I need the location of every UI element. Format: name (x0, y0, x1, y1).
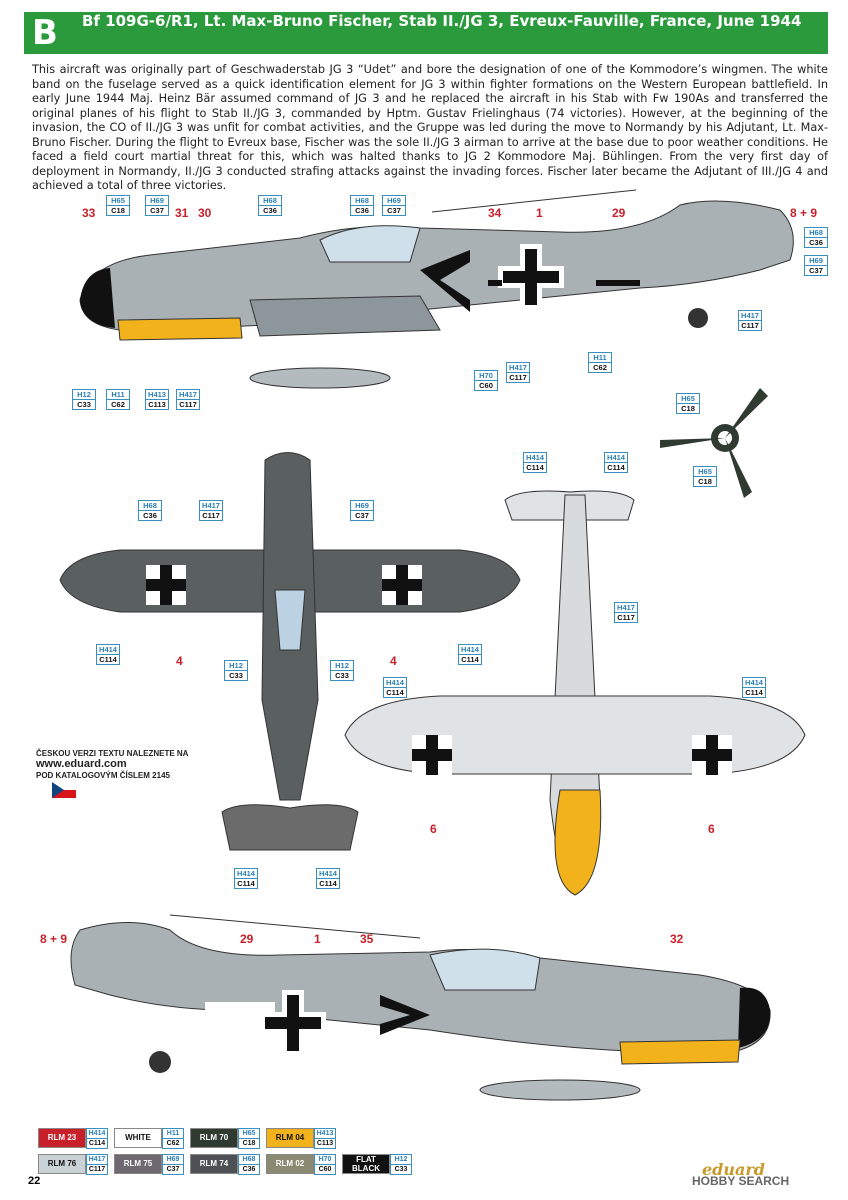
stencil-number: 29 (240, 932, 254, 946)
stencil-number: 1 (314, 932, 321, 946)
propeller (660, 388, 768, 498)
profile-letter: B (32, 13, 58, 53)
stencil-number: 32 (670, 932, 684, 946)
legend-color-name: RLM 02 (266, 1154, 314, 1174)
stencil-number: 1 (536, 206, 543, 220)
top-view (59, 452, 521, 851)
stencil-number: 33 (82, 206, 96, 220)
legend-color-name: RLM 04 (266, 1128, 314, 1148)
czech-flag-icon (52, 782, 76, 798)
catalog-number: 2145 (152, 771, 170, 780)
stencil-number: 8 + 9 (40, 932, 68, 946)
stencil-number: 6 (430, 822, 437, 836)
profile-header: B Bf 109G-6/R1, Lt. Max-Bruno Fischer, S… (24, 12, 828, 54)
stencil-number: 8 + 9 (790, 206, 818, 220)
hobby-search-watermark: HOBBY SEARCH (692, 1174, 790, 1188)
side-profile-top (79, 189, 794, 389)
bottom-view (344, 490, 806, 896)
profile-title: Bf 109G-6/R1, Lt. Max-Bruno Fischer, Sta… (82, 12, 802, 30)
czech-note: ČESKOU VERZI TEXTU NALEZNETE NA www.edua… (36, 748, 188, 781)
eduard-url[interactable]: www.eduard.com (36, 758, 127, 770)
legend-color-name: RLM 75 (114, 1154, 162, 1174)
czech-note-line1: ČESKOU VERZI TEXTU NALEZNETE NA (36, 749, 189, 758)
eduard-logo: eduard (702, 1160, 765, 1179)
legend-color-name: WHITE (114, 1128, 162, 1148)
page-number: 22 (28, 1175, 41, 1187)
legend-color-name: FLAT BLACK (342, 1154, 390, 1174)
stencil-number: 30 (198, 206, 212, 220)
legend-color-name: RLM 23 (38, 1128, 86, 1148)
stencil-number: 4 (390, 654, 397, 668)
side-profile-bottom (70, 914, 771, 1101)
legend-color-name: RLM 70 (190, 1128, 238, 1148)
stencil-number: 6 (708, 822, 715, 836)
stencil-number: 34 (488, 206, 502, 220)
history-text: This aircraft was originally part of Ges… (32, 63, 828, 192)
stencil-number: 31 (175, 206, 189, 220)
stencil-number: 4 (176, 654, 183, 668)
czech-note-line3: POD KATALOGOVÝM ČÍSLEM (36, 771, 150, 780)
legend-color-name: RLM 76 (38, 1154, 86, 1174)
stencil-number: 29 (612, 206, 626, 220)
legend-color-name: RLM 74 (190, 1154, 238, 1174)
stencil-number: 35 (360, 932, 374, 946)
